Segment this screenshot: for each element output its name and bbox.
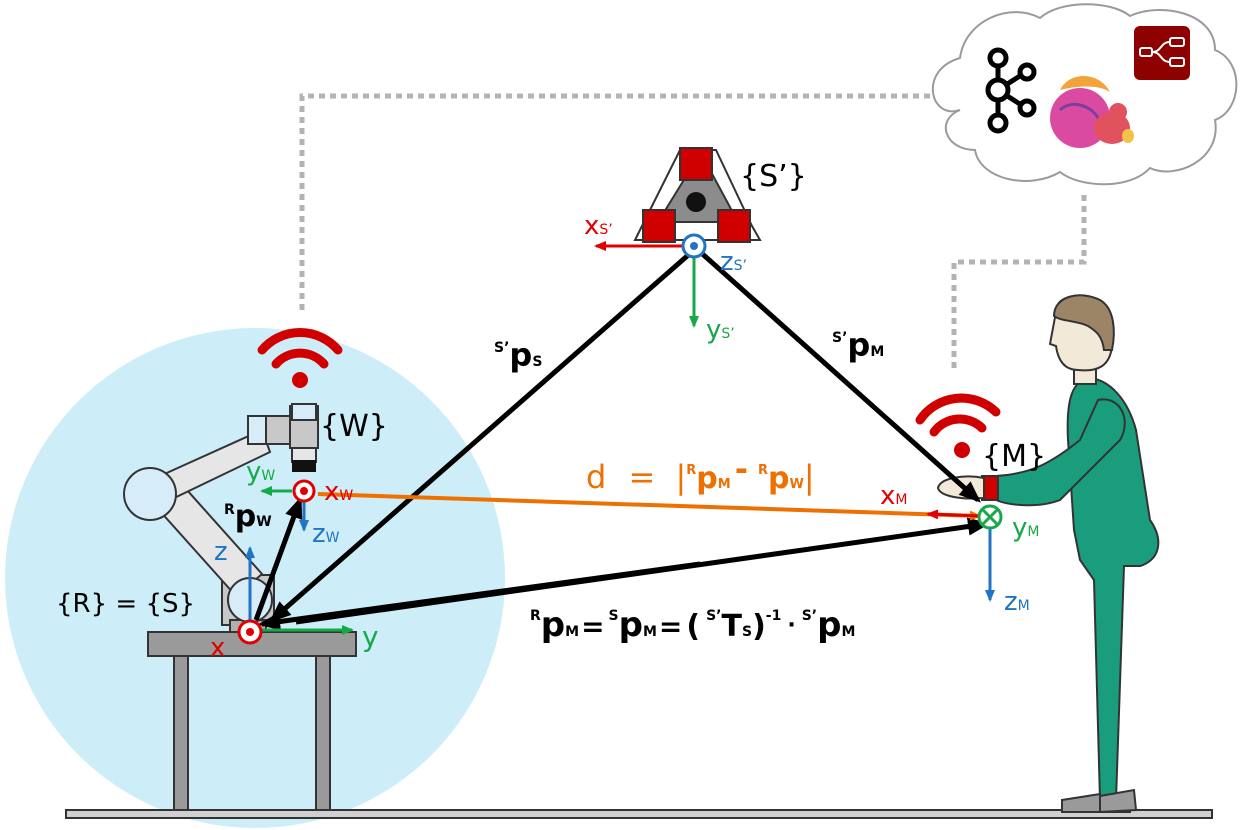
tracking-sensor-device <box>633 147 762 243</box>
sensor-z-label: zS’ <box>720 247 747 277</box>
wifi-icon <box>257 328 343 388</box>
base-frame-origin <box>237 619 263 645</box>
frame-label-wrist: {W} <box>320 409 388 444</box>
wrist-z-label: zW <box>312 519 340 549</box>
wifi-icon <box>915 393 1001 458</box>
marker-x-label: xM <box>880 481 907 511</box>
vector-sensor-to-base <box>268 248 696 623</box>
wrist-frame-origin <box>292 479 316 503</box>
node-red-logo-icon <box>1134 26 1190 80</box>
marker-z-label: zM <box>1004 587 1030 617</box>
vector-marker-to-base <box>258 561 701 631</box>
transform-equation: RpM=SpM=(S’TS)-1·S’pM <box>530 605 855 645</box>
sensor-x-label: xS’ <box>584 211 613 241</box>
flink-squirrel-icon <box>1050 75 1134 148</box>
frame-label-robot-base: {R} = {S} <box>56 589 195 619</box>
marker-x-axis <box>926 509 981 520</box>
vector-base-to-wrist <box>253 496 303 621</box>
frame-label-marker: {M} <box>982 439 1046 474</box>
kafka-logo-icon <box>985 47 1037 134</box>
distance-line <box>317 492 982 521</box>
floor <box>65 809 1213 819</box>
vector-label-sp-s: S’pS <box>494 336 542 374</box>
distance-equation: d = |RpM-RpW| <box>586 450 815 496</box>
network-link-robot <box>299 93 940 310</box>
vector-label-rp-w: RpW <box>224 499 272 534</box>
base-y-label: y <box>362 620 379 653</box>
sensor-frame-origin <box>681 233 707 259</box>
wrist-y-label: yW <box>246 457 275 487</box>
frame-label-sensor: {S’} <box>740 159 807 194</box>
vector-sensor-to-marker <box>696 248 981 503</box>
wrist-x-label: xW <box>324 477 353 507</box>
marker-frame-origin <box>977 504 1003 530</box>
human-operator <box>936 294 1160 814</box>
base-z-label: z <box>214 537 228 567</box>
vector-label-sp-m: S’pM <box>832 326 884 364</box>
marker-y-label: yM <box>1012 513 1039 543</box>
network-link-marker <box>951 190 1087 368</box>
base-x-label: x <box>210 633 225 663</box>
sensor-y-label: yS’ <box>706 315 735 345</box>
